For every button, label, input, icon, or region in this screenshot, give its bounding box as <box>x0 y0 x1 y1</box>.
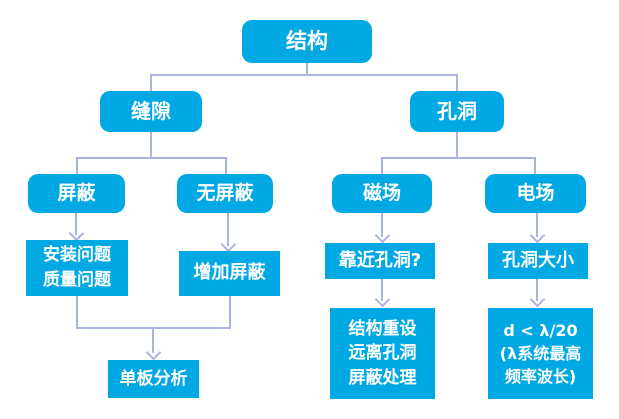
node-near-hole-question: 靠近孔洞? <box>325 243 435 279</box>
edge-to-wupingbi <box>225 157 227 174</box>
node-electric-field: 电场 <box>485 174 586 213</box>
node-install-quality-problem-label: 安装问题 质量问题 <box>43 245 111 290</box>
node-d-lambda-rule: d < λ/20 (λ系统最高 频率波长) <box>488 308 593 399</box>
edge-jiegou-branch <box>150 74 458 76</box>
node-near-hole-question-label: 靠近孔洞? <box>338 249 422 271</box>
edge-jiegou-stem <box>306 63 308 76</box>
node-add-shielding: 增加屏蔽 <box>179 251 280 296</box>
node-magnetic-field: 磁场 <box>332 174 432 213</box>
edge-kaojin-chongshe <box>381 279 383 301</box>
edge-wupingbi-zengjia <box>227 213 229 246</box>
node-hole: 孔洞 <box>410 91 504 132</box>
node-structure-label: 结构 <box>286 29 328 54</box>
node-shielded-label: 屏蔽 <box>57 181 96 204</box>
node-unshielded: 无屏蔽 <box>177 174 273 213</box>
edge-kongdong-branch <box>381 157 536 159</box>
arrow-down-icon <box>529 227 546 244</box>
node-hole-label: 孔洞 <box>437 99 477 123</box>
edge-to-kongdong <box>456 74 458 91</box>
edge-fengxi-branch <box>76 157 227 159</box>
node-hole-size: 孔洞大小 <box>488 243 588 279</box>
node-d-lambda-rule-label: d < λ/20 (λ系统最高 频率波长) <box>499 320 582 387</box>
arrow-down-icon <box>145 344 162 361</box>
edge-to-cichang <box>381 157 383 174</box>
edge-anzhuang-merge <box>76 296 78 329</box>
node-structure-redesign: 结构重设 远离孔洞 屏蔽处理 <box>330 308 435 399</box>
arrow-down-icon <box>68 225 85 242</box>
node-hole-size-label: 孔洞大小 <box>502 249 574 271</box>
arrow-down-icon <box>374 291 391 308</box>
node-magnetic-field-label: 磁场 <box>362 181 401 204</box>
edge-to-pingbi <box>76 157 78 174</box>
edge-dianchang-daxiao <box>536 213 538 237</box>
node-seam-label: 缝隙 <box>131 99 171 123</box>
node-shielded: 屏蔽 <box>28 174 125 213</box>
node-unshielded-label: 无屏蔽 <box>196 181 254 204</box>
edge-pingbi-anzhuang <box>75 213 77 235</box>
arrow-down-icon <box>220 236 237 253</box>
arrow-down-icon <box>374 227 391 244</box>
node-board-analysis-label: 单板分析 <box>119 368 188 389</box>
edge-fengxi-stem <box>150 132 152 159</box>
node-structure: 结构 <box>242 20 372 63</box>
node-seam: 缝隙 <box>100 91 202 132</box>
edge-to-dianchang <box>534 157 536 174</box>
edge-cichang-kaojin <box>381 213 383 237</box>
node-board-analysis: 单板分析 <box>108 360 199 398</box>
edge-merge-danban <box>152 329 154 353</box>
edge-zengjia-merge <box>229 296 231 329</box>
edge-merge-bar <box>76 327 231 329</box>
edge-to-fengxi <box>150 74 152 91</box>
node-electric-field-label: 电场 <box>516 181 555 204</box>
node-install-quality-problem: 安装问题 质量问题 <box>26 240 128 296</box>
node-structure-redesign-label: 结构重设 远离孔洞 屏蔽处理 <box>348 318 417 388</box>
edge-kongdong-stem <box>456 132 458 159</box>
arrow-down-icon <box>529 291 546 308</box>
edge-daxiao-dlambda <box>536 279 538 301</box>
node-add-shielding-label: 增加屏蔽 <box>193 262 266 284</box>
